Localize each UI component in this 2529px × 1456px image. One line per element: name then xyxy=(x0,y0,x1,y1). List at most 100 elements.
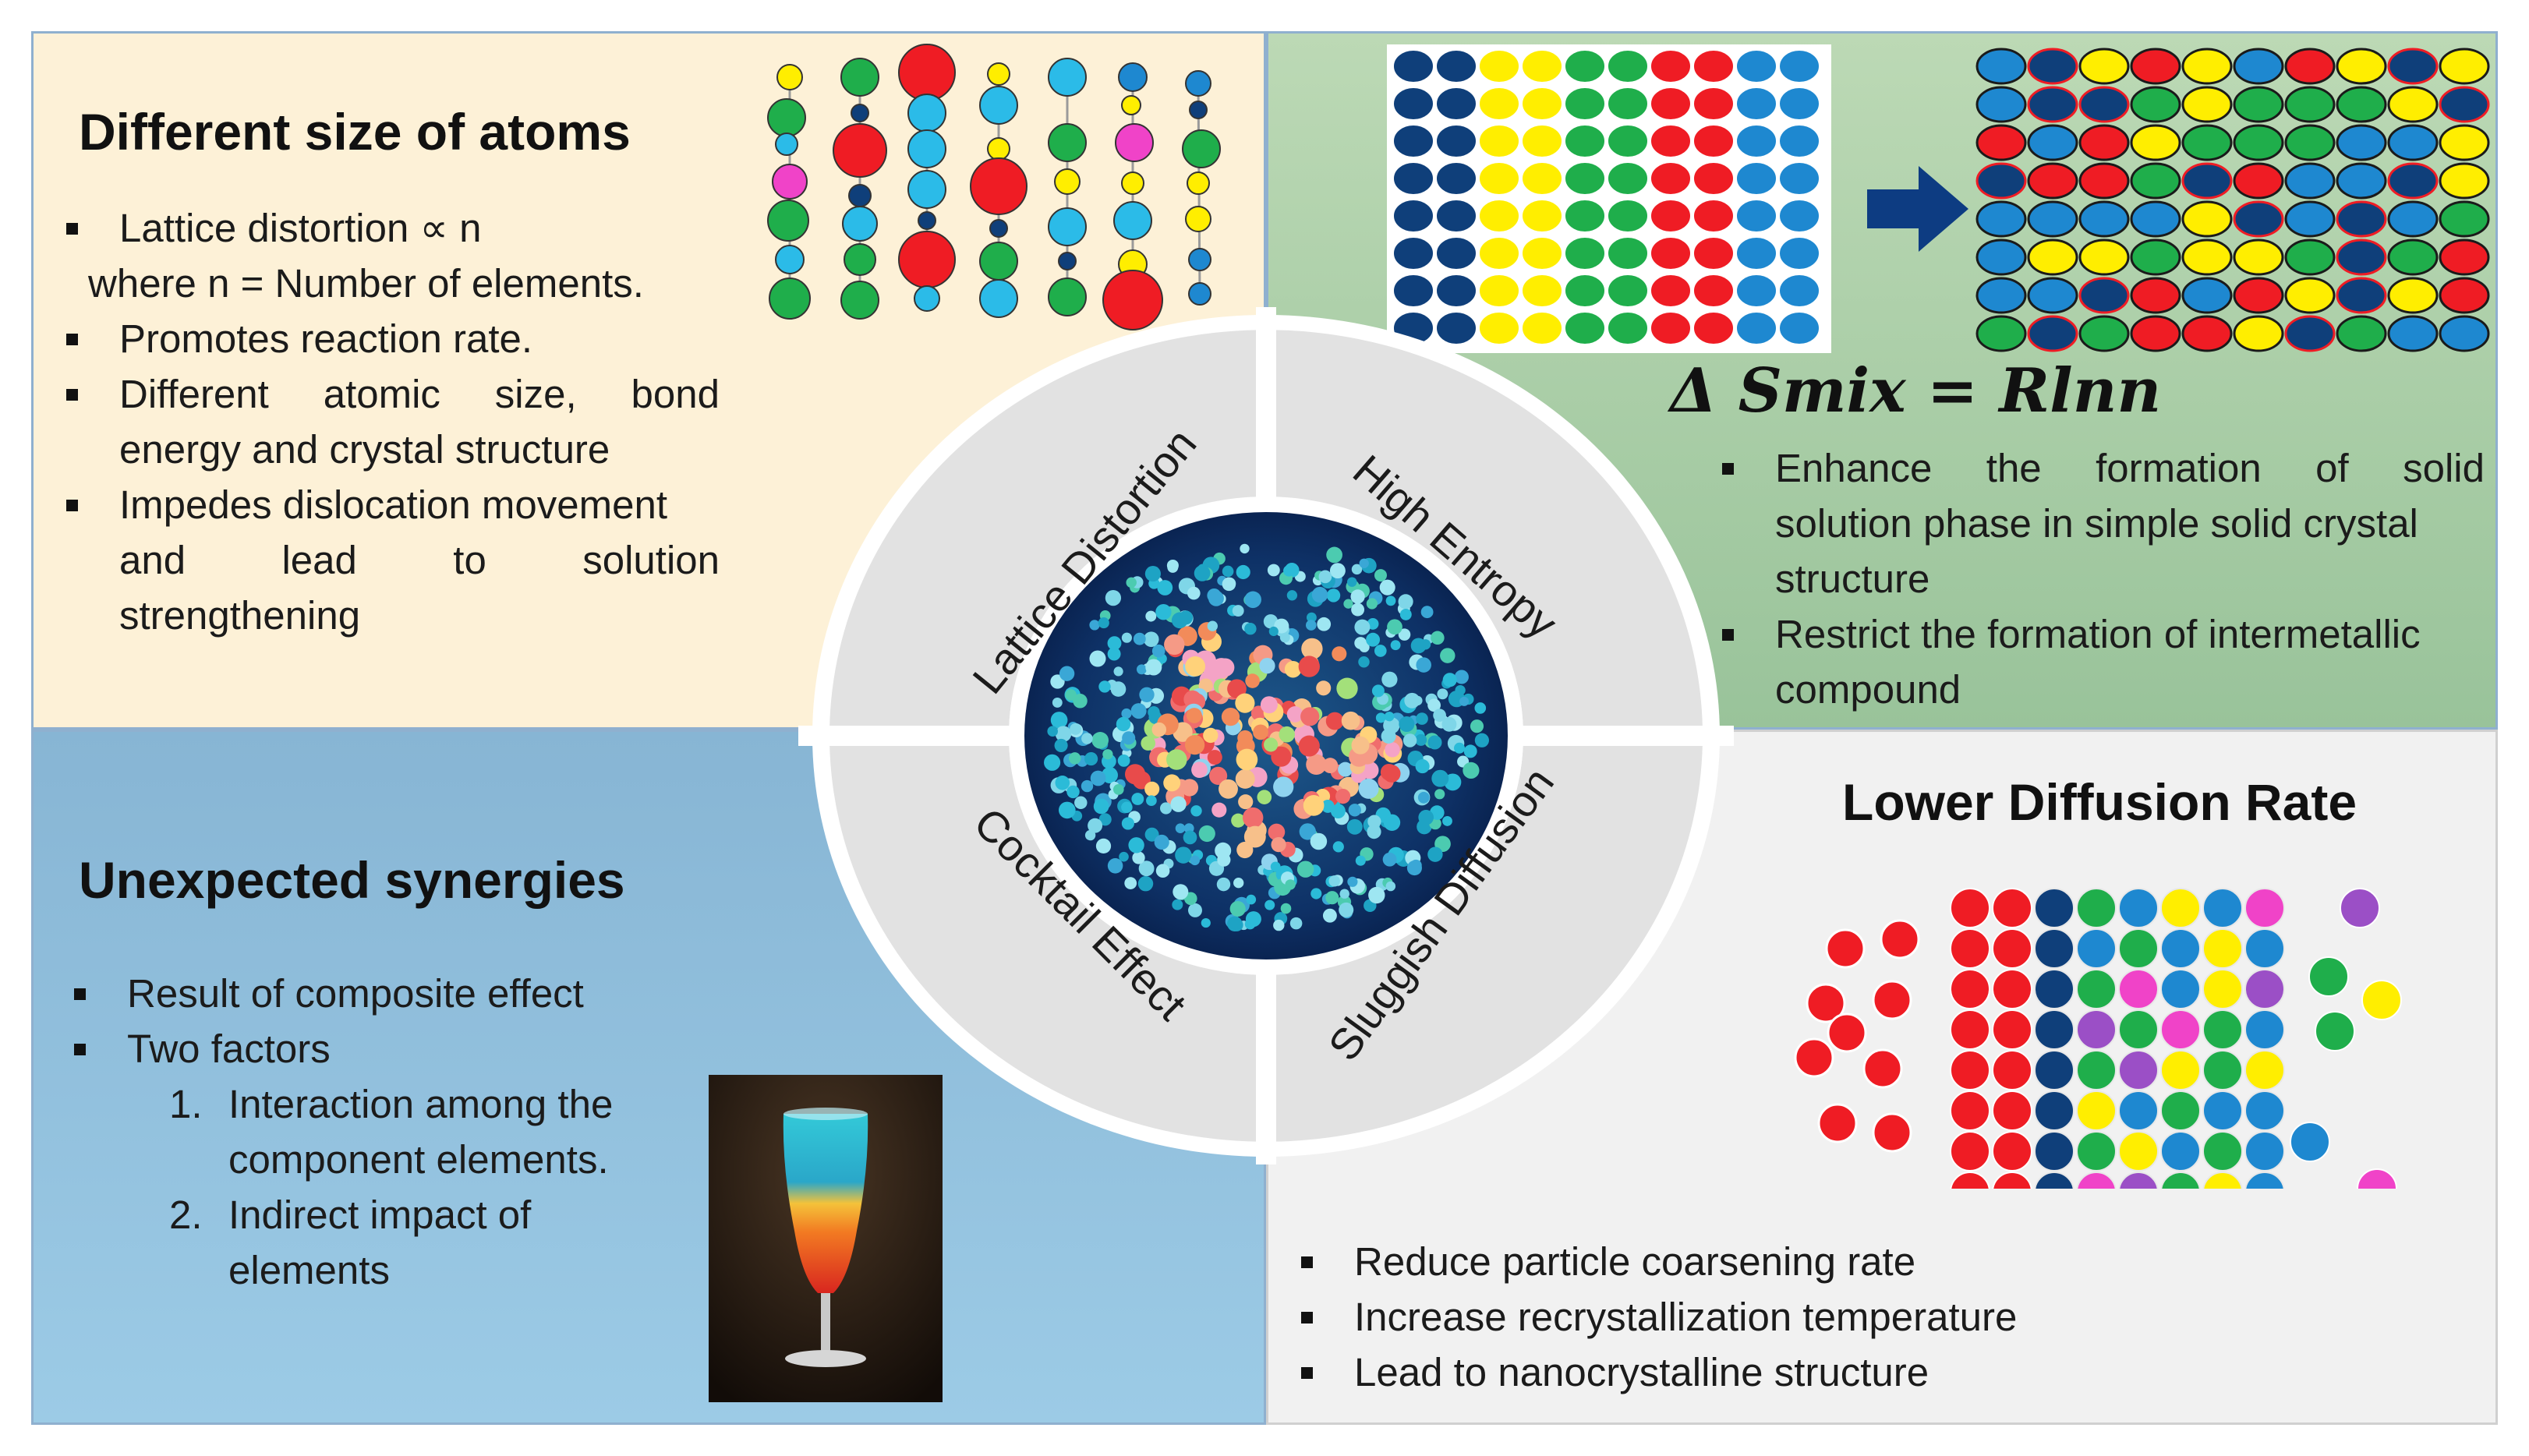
mixed-atom xyxy=(2284,124,2336,161)
lattice-beads-illustration xyxy=(767,44,1221,330)
ordered-atom xyxy=(1607,49,1649,83)
ordered-atom xyxy=(1392,274,1434,308)
core-particle xyxy=(1231,813,1246,828)
mixed-atom xyxy=(2336,277,2387,314)
atom-bead xyxy=(1188,248,1211,271)
core-particle xyxy=(1047,726,1058,737)
core-particle xyxy=(1399,716,1415,733)
core-particle xyxy=(1322,908,1337,923)
wheel-segment xyxy=(829,740,1261,1142)
lattice-atom xyxy=(2076,1131,2117,1172)
ordered-atom xyxy=(1735,236,1777,270)
atom-bead xyxy=(851,104,869,122)
core-particle xyxy=(1381,728,1396,744)
core-particle xyxy=(1417,791,1430,804)
core-particle xyxy=(1273,776,1294,797)
core-particle xyxy=(1322,758,1339,774)
ordered-atom xyxy=(1778,199,1820,233)
core-particle xyxy=(1306,612,1317,623)
entropy-bullet-cont: compound xyxy=(1775,667,1961,712)
lattice-atom xyxy=(1992,1050,2032,1090)
core-particle xyxy=(1317,617,1332,631)
core-particle xyxy=(1164,634,1185,656)
core-particle xyxy=(1427,735,1442,750)
mixed-atom xyxy=(1975,86,2027,123)
mixed-atom xyxy=(2181,162,2233,200)
core-particle xyxy=(1410,638,1427,654)
core-particle xyxy=(1433,709,1446,723)
ordered-atom xyxy=(1435,161,1477,196)
ordered-atom xyxy=(1521,236,1563,270)
mixed-atom xyxy=(2336,315,2387,352)
core-particle xyxy=(1383,814,1401,831)
entropy-bullet-cont: structure xyxy=(1775,557,1930,601)
lattice-atom xyxy=(2076,1009,2117,1050)
core-particle xyxy=(1227,679,1247,699)
core-particle xyxy=(1330,804,1346,819)
lattice-atom xyxy=(2034,928,2074,969)
mixed-atom xyxy=(1975,48,2027,85)
core-particle xyxy=(1245,911,1261,928)
core-particle xyxy=(1283,564,1295,577)
ordered-atom xyxy=(1435,87,1477,121)
lattice-atom xyxy=(2076,928,2117,969)
ordered-atom xyxy=(1778,236,1820,270)
mixed-atom xyxy=(2233,239,2284,276)
core-particle xyxy=(1059,666,1075,681)
core-particle xyxy=(1105,589,1122,606)
lattice-atom xyxy=(2244,928,2285,969)
atom-bead xyxy=(1058,252,1077,270)
mixed-atom xyxy=(2336,124,2387,161)
core-particle xyxy=(1245,673,1260,688)
core-particle xyxy=(1128,837,1144,853)
core-particle xyxy=(1335,789,1351,804)
atom-bead xyxy=(907,129,946,168)
atom-bead xyxy=(979,242,1018,281)
core-particle xyxy=(1418,809,1434,825)
wheel-segment xyxy=(1271,740,1703,1142)
core-particle xyxy=(1321,799,1335,813)
core-particle xyxy=(1145,610,1157,622)
lattice-atom xyxy=(1950,928,1990,969)
core-particle xyxy=(1296,861,1314,878)
mixed-atom xyxy=(2439,239,2490,276)
core-particle xyxy=(1289,917,1303,930)
core-particle xyxy=(1073,694,1088,709)
ordered-atom xyxy=(1692,311,1735,345)
lattice-atom xyxy=(1950,1090,1990,1131)
mixed-atom xyxy=(2078,48,2130,85)
mixed-atom xyxy=(2284,239,2336,276)
core-particle xyxy=(1207,620,1218,631)
mixed-atom xyxy=(1975,239,2027,276)
core-particle xyxy=(1121,632,1132,643)
atom-bead xyxy=(1118,62,1148,92)
atom-bead xyxy=(898,44,956,101)
ordered-atom xyxy=(1392,199,1434,233)
ordered-atom xyxy=(1392,49,1434,83)
core-particle xyxy=(1454,742,1465,754)
core-particle xyxy=(1355,855,1366,866)
mixed-atom xyxy=(2387,277,2439,314)
lattice-atom xyxy=(2244,1172,2285,1189)
mixed-atom xyxy=(1975,277,2027,314)
mixed-atom xyxy=(2233,86,2284,123)
core-particle xyxy=(1437,688,1448,700)
core-particle xyxy=(1130,703,1147,719)
core-particle xyxy=(1271,836,1286,853)
ordered-atom xyxy=(1650,124,1692,158)
lattice-atom xyxy=(2034,1172,2074,1189)
core-particle xyxy=(1264,737,1279,752)
core-particle xyxy=(1454,670,1469,684)
lattice-atom xyxy=(1992,1172,2032,1189)
core-particle xyxy=(1415,759,1430,774)
core-particle xyxy=(1273,919,1285,931)
core-particle xyxy=(1367,825,1381,839)
lattice-atom xyxy=(2160,928,2201,969)
lattice-atom xyxy=(2076,888,2117,928)
core-particle xyxy=(1427,846,1443,862)
core-particle xyxy=(1374,569,1388,582)
free-atom xyxy=(1817,1103,1858,1143)
free-atom xyxy=(1825,928,1866,969)
core-particle xyxy=(1185,656,1206,677)
core-particle xyxy=(1145,659,1162,676)
